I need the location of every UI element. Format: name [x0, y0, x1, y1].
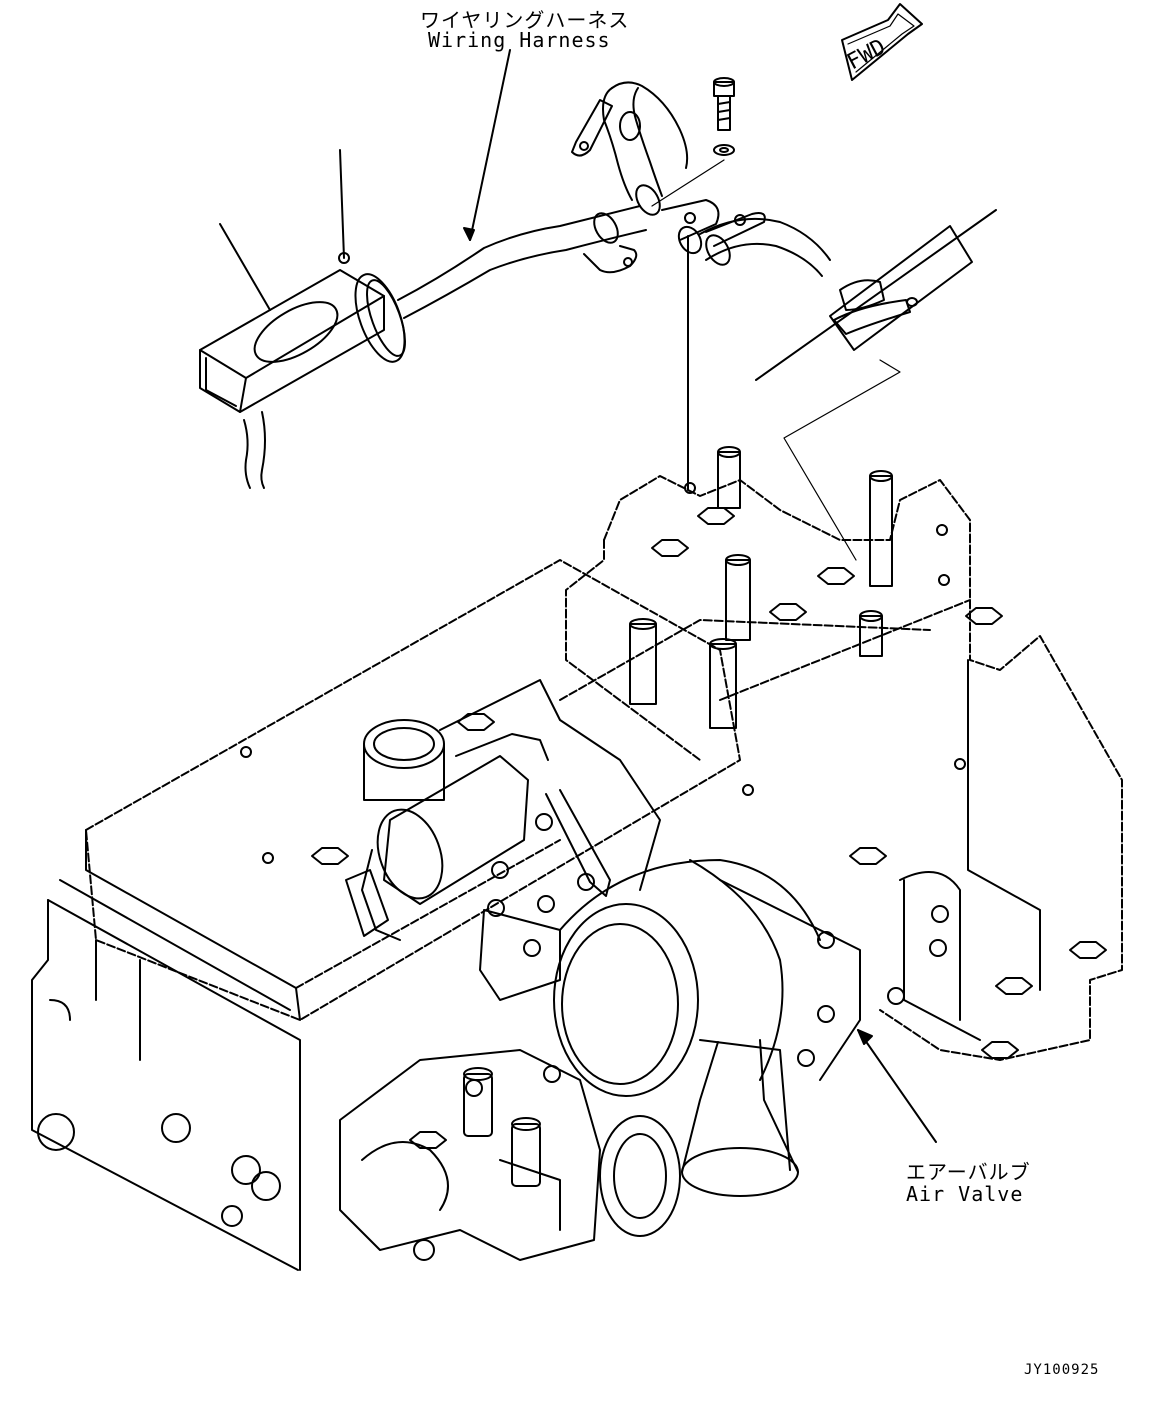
- bolt-and-washer: [713, 77, 735, 156]
- hex-bolts: [311, 482, 1107, 1149]
- manifold-plate: [559, 475, 1123, 1061]
- air-valve-label-jp: エアーバルブ: [906, 1160, 1031, 1184]
- wiring-harness-label-en: Wiring Harness: [428, 28, 611, 52]
- grommet: [829, 225, 973, 351]
- wiring-harness-leader: [463, 49, 511, 241]
- turbocharger: [479, 859, 861, 1237]
- exhaust-manifold: [339, 1049, 601, 1261]
- drawing-code: JY100925: [1024, 1362, 1100, 1378]
- air-valve-label-en: Air Valve: [906, 1182, 1024, 1206]
- head-cover: [31, 559, 741, 1271]
- actuator: [345, 679, 661, 941]
- harness-tube: [397, 81, 831, 319]
- wiring-harness-label-jp: ワイヤリングハーネス: [420, 8, 630, 32]
- leader-lines: [651, 159, 997, 561]
- studs: [629, 446, 893, 729]
- harness-connector: [199, 149, 406, 489]
- air-valve-leader: [857, 1029, 937, 1143]
- fwd-arrow: FWD: [841, 3, 923, 81]
